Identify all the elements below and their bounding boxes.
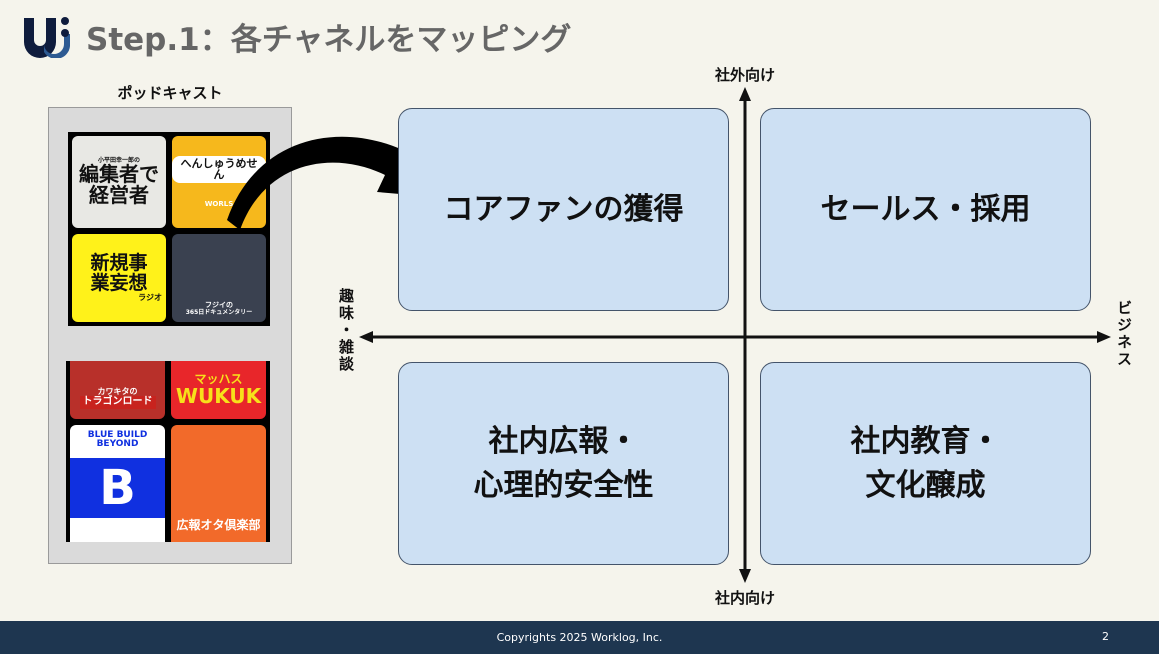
podcast-cover: フジイの 365日ドキュメンタリー	[172, 234, 266, 322]
cover-subtitle: マッハス	[194, 372, 243, 387]
cover-title: WUKUK	[175, 383, 262, 408]
company-logo	[24, 17, 70, 58]
podcast-cover: 小平田幸一郎の 編集者で経営者	[72, 136, 166, 229]
slide-title: Step.1：各チャネルをマッピング	[86, 22, 572, 58]
page-number: 2	[1102, 630, 1109, 643]
quadrant-label: 社内広報・	[488, 424, 639, 459]
quadrant-label: 心理的安全性	[473, 467, 654, 503]
cover-subtitle: フジイの	[205, 301, 233, 310]
cover-subtitle: WORLS	[204, 199, 234, 208]
copyright-text: Copyrights 2025 Worklog, Inc.	[496, 631, 663, 644]
cover-subtitle: B	[70, 457, 165, 518]
podcast-cover: マッハス WUKUK	[171, 361, 266, 419]
cover-title: 365日ドキュメンタリー	[185, 308, 253, 316]
quadrant-label: コアファンの獲得	[443, 191, 684, 227]
axis-label-right: ビジネス	[1115, 300, 1133, 368]
cover-subtitle: ラジオ	[138, 292, 162, 302]
podcast-grid-top: 小平田幸一郎の 編集者で経営者 へんしゅうめせん WORLS 新規事業妄想 ラジ…	[68, 132, 270, 326]
arrow-icon	[227, 130, 435, 230]
podcast-cover: BLUE BUILD BEYOND B	[70, 424, 165, 542]
cover-title: 新規事業妄想	[90, 251, 148, 294]
cover-title: 広報オタ倶楽部	[176, 518, 261, 533]
quadrant-bottom-left: 社内広報・ 心理的安全性	[398, 362, 729, 565]
footer: Copyrights 2025 Worklog, Inc. 2	[0, 621, 1159, 654]
quadrant-label: 文化醸成	[865, 467, 986, 503]
axis-label-top: 社外向け	[714, 66, 775, 84]
podcast-cover: 新規事業妄想 ラジオ	[72, 234, 166, 322]
podcast-cover: 広報オタ倶楽部	[171, 424, 266, 542]
panel-label: ポッドキャスト	[117, 84, 223, 102]
cover-title: BLUE BUILD BEYOND	[87, 429, 148, 450]
matrix-axes	[359, 87, 1111, 583]
cover-subtitle: 小平田幸一郎の	[97, 156, 140, 164]
quadrant-bottom-right: 社内教育・ 文化醸成	[760, 362, 1091, 565]
axis-label-left: 趣味・雑談	[337, 288, 355, 373]
quadrant-top-right: セールス・採用	[760, 108, 1091, 311]
quadrant-label: 社内教育・	[850, 424, 1001, 459]
cover-subtitle: カワキタの	[97, 386, 138, 396]
axis-label-bottom: 社内向け	[714, 589, 775, 607]
podcast-grid-bottom: カワキタの トラゴンロード マッハス WUKUK BLUE BUILD BEYO…	[66, 361, 270, 542]
quadrant-label: セールス・採用	[820, 191, 1031, 227]
podcast-cover: カワキタの トラゴンロード	[70, 361, 165, 419]
quadrant-top-left: コアファンの獲得	[398, 108, 729, 311]
cover-title: 編集者で経営者	[79, 162, 159, 208]
cover-title: トラゴンロード	[79, 396, 156, 409]
